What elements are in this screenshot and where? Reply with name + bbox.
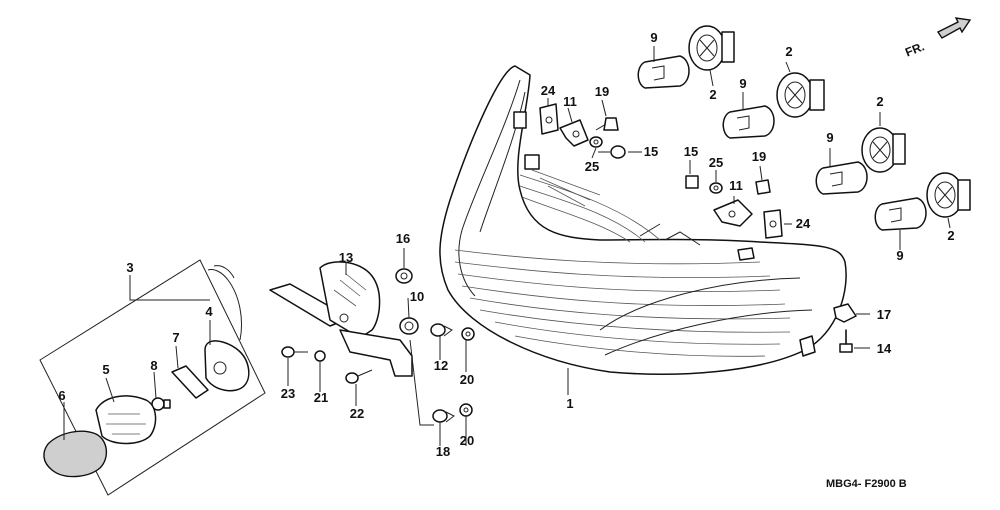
callout-11a: 11 — [563, 94, 577, 109]
callout-25a: 25 — [585, 159, 599, 174]
callout-17: 17 — [877, 307, 891, 322]
callout-1: 1 — [566, 396, 573, 411]
screw-15a — [598, 145, 626, 159]
callout-18: 18 — [436, 444, 450, 459]
bulb-9d — [874, 197, 927, 231]
screw-15b — [685, 175, 699, 189]
socket-2b — [776, 72, 825, 118]
callout-6: 6 — [58, 388, 65, 403]
lens-cover-6 — [43, 430, 107, 478]
bolt-19a — [595, 117, 619, 131]
grommet-10 — [399, 317, 419, 335]
bulb-9c — [815, 161, 868, 195]
callout-16: 16 — [396, 231, 410, 246]
callout-4: 4 — [205, 304, 213, 319]
license-bracket-13 — [269, 261, 413, 377]
license-light-assembly-box — [39, 259, 266, 496]
callout-15b: 15 — [684, 144, 698, 159]
callout-24a: 24 — [541, 83, 556, 98]
lens-5 — [95, 395, 157, 445]
socket-2c — [861, 127, 906, 173]
callout-labels: 1 2 2 2 2 3 4 5 6 7 8 9 9 9 9 10 11 11 1… — [58, 30, 954, 459]
callout-14: 14 — [877, 341, 892, 356]
callout-11b: 11 — [729, 178, 743, 193]
front-direction-label: FR. — [903, 39, 926, 59]
callout-25b: 25 — [709, 155, 723, 170]
callout-2a: 2 — [709, 87, 716, 102]
callout-15a: 15 — [644, 144, 658, 159]
screw-23 — [281, 346, 308, 358]
callout-13: 13 — [339, 250, 353, 265]
callout-19b: 19 — [752, 149, 766, 164]
grommet-16 — [395, 268, 413, 284]
callout-8: 8 — [150, 358, 157, 373]
clip-24b — [763, 209, 783, 239]
callout-23: 23 — [281, 386, 295, 401]
callout-20b: 20 — [460, 433, 474, 448]
callout-24b: 24 — [796, 216, 811, 231]
collar-12 — [430, 323, 453, 337]
screw-22 — [345, 369, 373, 384]
callout-12: 12 — [434, 358, 448, 373]
callout-22: 22 — [350, 406, 364, 421]
callout-9d: 9 — [896, 248, 903, 263]
socket-2a — [688, 25, 735, 71]
callout-5: 5 — [102, 362, 109, 377]
bolt-19b — [755, 179, 771, 195]
socket-2d — [926, 172, 971, 218]
clip-24a — [539, 103, 559, 135]
callout-2d: 2 — [947, 228, 954, 243]
tail-light-housing — [439, 65, 847, 375]
license-light-base-4 — [204, 265, 250, 392]
callout-9a: 9 — [650, 30, 657, 45]
callout-10: 10 — [410, 289, 424, 304]
callout-9c: 9 — [826, 130, 833, 145]
washer-21 — [314, 350, 326, 362]
callout-20a: 20 — [460, 372, 474, 387]
callout-3: 3 — [126, 260, 133, 275]
callout-2b: 2 — [785, 44, 792, 59]
bulb-9a — [637, 55, 690, 89]
nut-17 — [833, 303, 857, 323]
callout-9b: 9 — [739, 76, 746, 91]
washer-25b — [709, 182, 723, 194]
callout-7: 7 — [172, 330, 179, 345]
callout-19a: 19 — [595, 84, 609, 99]
washer-25a — [589, 136, 603, 148]
nut-20a — [461, 327, 475, 341]
leader-lines — [63, 46, 951, 446]
drawing-code: MBG4- F2900 B — [826, 478, 907, 490]
bracket-11a — [559, 119, 589, 147]
nut-20b — [459, 403, 473, 417]
bolt-14 — [839, 329, 853, 353]
bulb-9b — [722, 105, 775, 139]
front-direction-indicator: FR. — [903, 17, 972, 60]
gasket-7 — [171, 365, 209, 399]
callout-2c: 2 — [876, 94, 883, 109]
callout-21: 21 — [314, 390, 328, 405]
collar-18 — [432, 409, 455, 423]
bulb-8 — [151, 397, 171, 411]
bracket-11b — [713, 199, 753, 227]
